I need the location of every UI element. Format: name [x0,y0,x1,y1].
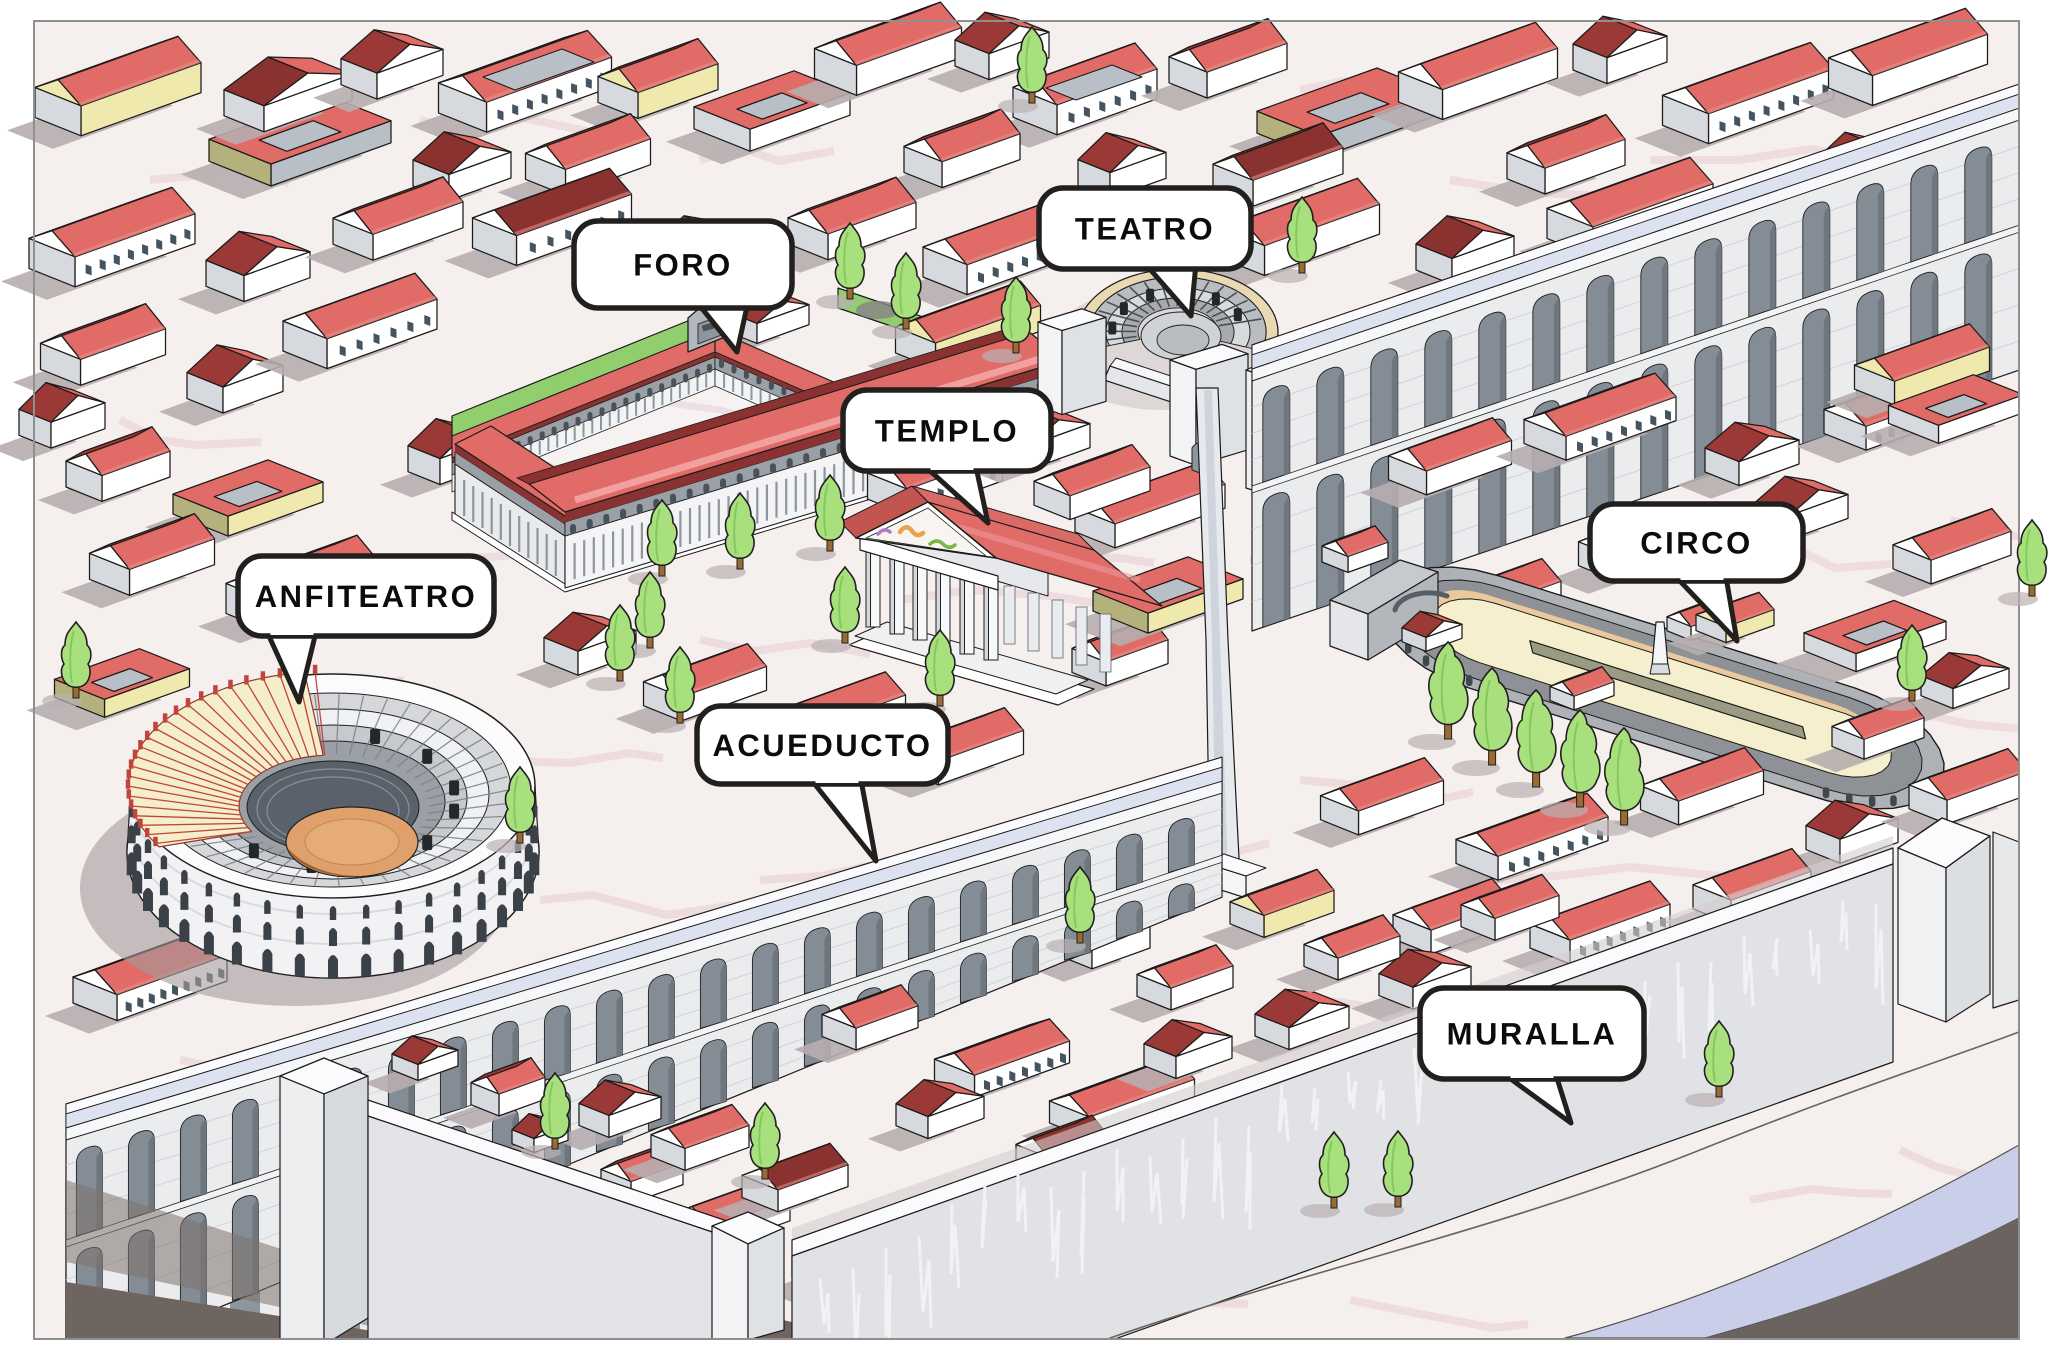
svg-text:FORO: FORO [633,248,733,283]
svg-text:MURALLA: MURALLA [1447,1017,1618,1052]
svg-text:TEMPLO: TEMPLO [875,414,1019,449]
svg-text:ACUEDUCTO: ACUEDUCTO [713,728,933,763]
svg-text:ANFITEATRO: ANFITEATRO [255,579,477,614]
svg-text:CIRCO: CIRCO [1640,526,1752,561]
svg-text:TEATRO: TEATRO [1075,212,1215,247]
